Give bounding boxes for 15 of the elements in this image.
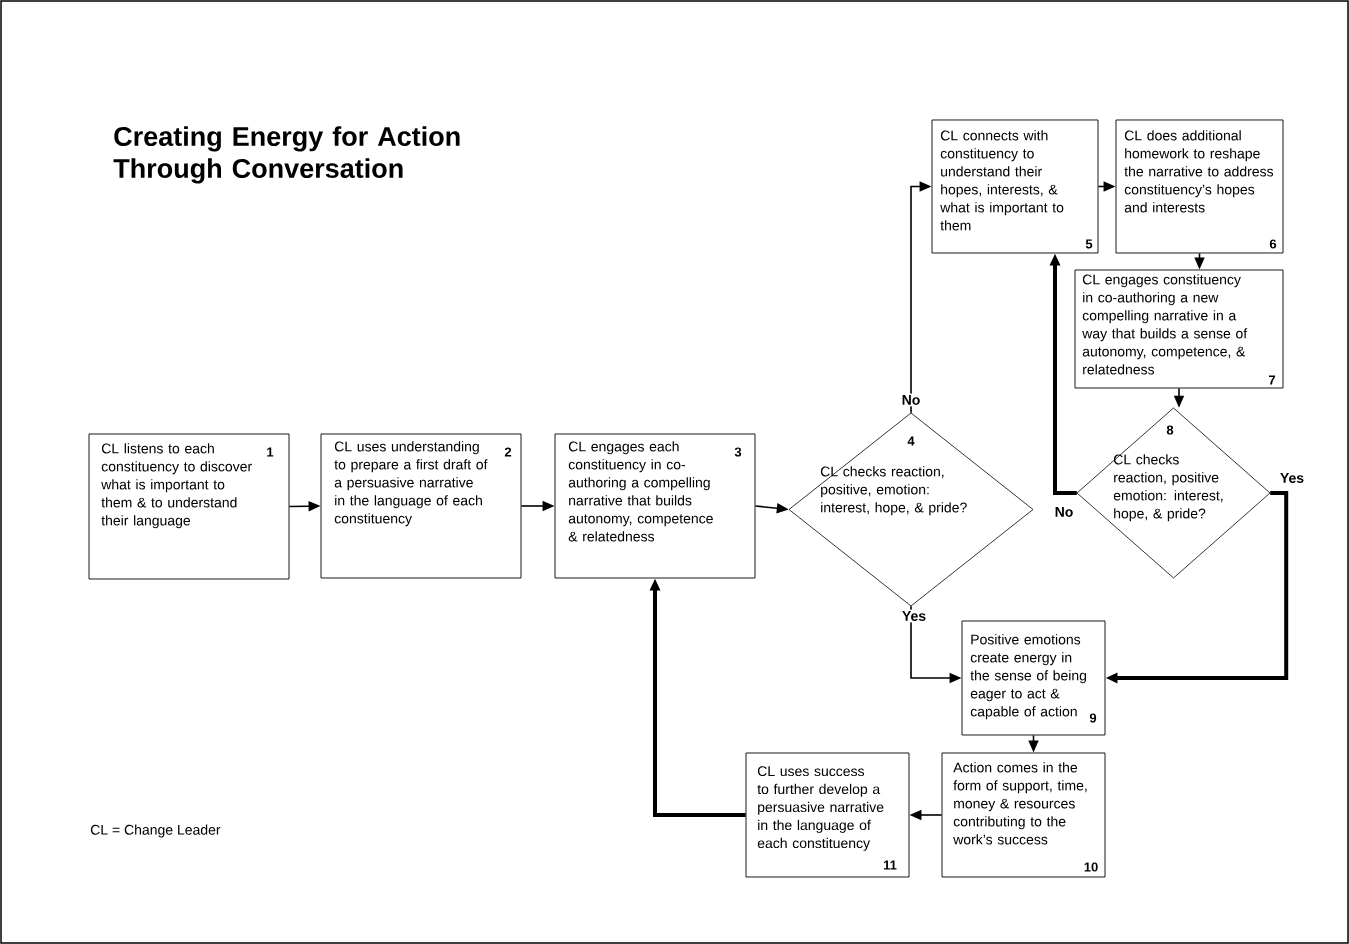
- edge-label: Yes: [900, 609, 928, 623]
- process-box: CL listens to each constituency to discover what is important to them & to understand their language 1: [88, 433, 290, 580]
- process-box: CL uses success to further develop a persuasive narrative in the language of each constituency 11: [745, 752, 910, 878]
- edge-label: No: [900, 393, 922, 407]
- note: CL = Change Leader: [90, 824, 221, 838]
- process-box: CL engages each constituency in co-authoring a compelling narrative that builds autonomy, competence & relatedness 3: [554, 433, 756, 579]
- process-box: CL uses understanding to prepare a first draft of a persuasive narrative in the language of each constituency 2: [320, 433, 522, 579]
- title: Creating Energy for Action Through Conversation: [113, 126, 460, 184]
- edge-label: Yes: [1278, 471, 1306, 485]
- process-box: CL engages constituency in co-authoring a new compelling narrative in a way that builds a sense of autonomy, competence, & relatedness 7: [1074, 269, 1284, 389]
- edge-label: No: [1053, 505, 1075, 519]
- process-box: Action comes in the form of support, time, money & resources contributing to the work’s success 10: [941, 752, 1106, 878]
- process-box: Positive emotions create energy in the sense of being eager to act & capable of action 9: [961, 620, 1106, 736]
- process-box: CL connects with constituency to understand their hopes, interests, & what is important to them 5: [931, 119, 1099, 254]
- process-box: CL does additional homework to reshape the narrative to address constituency’s hopes and interests 6: [1115, 119, 1284, 254]
